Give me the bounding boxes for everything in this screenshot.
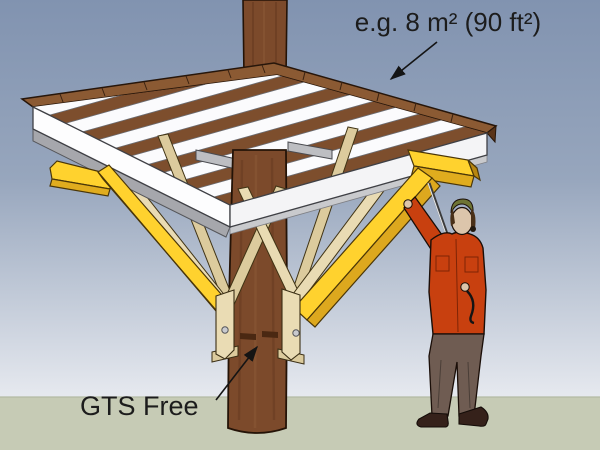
area-note-label: e.g. 8 m² (90 ft²) bbox=[354, 7, 542, 37]
side-hair bbox=[471, 209, 476, 230]
headphone bbox=[470, 226, 476, 232]
trunk-bracket bbox=[211, 288, 305, 365]
hand bbox=[403, 199, 413, 209]
chest-pocket bbox=[435, 255, 450, 272]
shoe bbox=[416, 412, 449, 428]
yellow-beam-ends bbox=[49, 149, 481, 197]
product-name-label: GTS Free bbox=[80, 391, 199, 421]
bracket-bolt bbox=[292, 329, 300, 337]
side-hair bbox=[450, 209, 455, 226]
bracket-bolt bbox=[221, 326, 229, 334]
area-note-arrow bbox=[389, 41, 438, 81]
worker-figure bbox=[403, 182, 489, 428]
ground bbox=[0, 397, 600, 450]
gts-free-arrow bbox=[215, 345, 258, 401]
shoe bbox=[458, 406, 489, 427]
pants bbox=[428, 333, 485, 417]
mortise-slot bbox=[262, 331, 278, 338]
hand bbox=[460, 282, 470, 292]
mortise-slot bbox=[240, 333, 256, 340]
strap bbox=[466, 290, 475, 325]
yellow-braces bbox=[97, 164, 441, 328]
chest-pocket bbox=[464, 256, 479, 273]
